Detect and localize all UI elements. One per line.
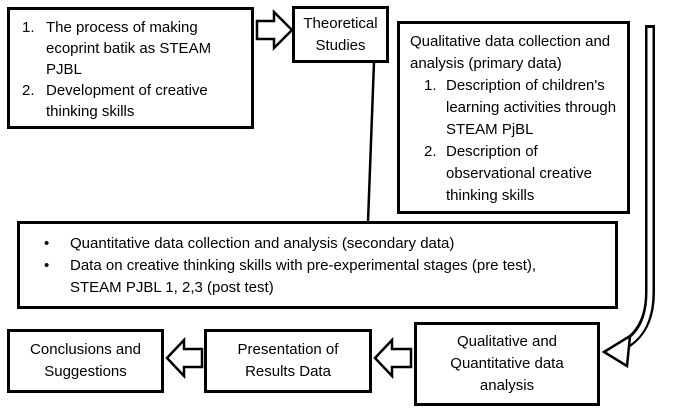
line-theoretical-to-quantitative	[366, 61, 376, 223]
block-arrow-left-icon	[373, 336, 413, 380]
list-item: • Quantitative data collection and analy…	[44, 233, 603, 255]
curved-arrowhead-icon	[601, 333, 632, 369]
qualitative-data-title: Qualitative data collection and analysis…	[410, 33, 611, 72]
list-marker: 2.	[424, 143, 437, 160]
presentation-box: Presentation of Results Data	[204, 329, 372, 393]
list-item: 2. Development of creative thinking skil…	[22, 80, 241, 122]
block-arrow-right-icon	[255, 8, 294, 52]
qualitative-data-box: Qualitative data collection and analysis…	[397, 21, 630, 214]
list-marker: 2.	[22, 82, 35, 99]
presentation-label: Presentation of Results Data	[237, 341, 339, 380]
list-marker: 1.	[424, 77, 437, 94]
list-item-text: The process of making ecoprint batik as …	[46, 19, 212, 78]
qualitative-data-list: 1. Description of children's learning ac…	[424, 75, 618, 207]
block-arrow-left-icon	[165, 336, 204, 380]
list-marker: 1.	[22, 19, 35, 36]
list-item-text: Data on creative thinking skills with pr…	[70, 257, 537, 296]
conclusions-box: Conclusions and Suggestions	[7, 329, 164, 393]
list-item: 2. Description of observational creative…	[424, 141, 618, 207]
analysis-label: Qualitative and Quantitative data analys…	[450, 333, 564, 394]
list-item-text: Development of creative thinking skills	[46, 82, 208, 120]
bullet-icon: •	[44, 257, 50, 274]
list-item-text: Description of children's learning activ…	[446, 77, 617, 138]
theoretical-studies-box: Theoretical Studies	[292, 6, 389, 63]
list-item: • Data on creative thinking skills with …	[44, 255, 603, 299]
list-item-text: Description of observational creative th…	[446, 143, 592, 204]
conclusions-label: Conclusions and Suggestions	[30, 341, 141, 380]
theoretical-studies-label: Theoretical Studies	[303, 14, 378, 54]
bullet-icon: •	[44, 235, 50, 252]
quantitative-data-box: • Quantitative data collection and analy…	[17, 221, 618, 309]
list-item-text: Quantitative data collection and analysi…	[70, 235, 455, 252]
list-item: 1. The process of making ecoprint batik …	[22, 17, 241, 80]
input-box: 1. The process of making ecoprint batik …	[7, 7, 254, 129]
list-item: 1. Description of children's learning ac…	[424, 75, 618, 141]
analysis-box: Qualitative and Quantitative data analys…	[414, 322, 600, 406]
